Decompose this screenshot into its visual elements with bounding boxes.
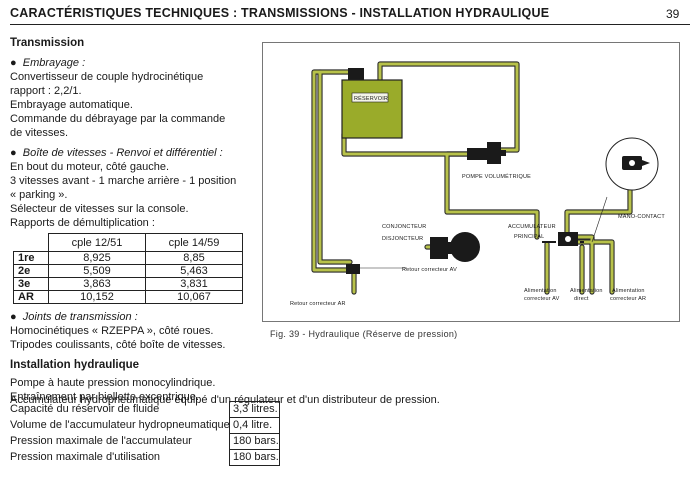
table-cell: 8,925 (48, 251, 146, 265)
label-alim-1: Alimentation (524, 288, 557, 294)
gear-label: 2e (13, 264, 49, 278)
table-column-header: cple 12/51 (48, 233, 146, 252)
transmission-section: Transmission ● Embrayage : Convertisseur… (10, 36, 270, 404)
spec-value: 3,3 litres. (229, 401, 280, 418)
spec-value: 0,4 litre. (229, 417, 280, 434)
joints-heading: ● Joints de transmission : (10, 310, 270, 324)
figure-caption: Fig. 39 - Hydraulique (Réserve de pressi… (270, 329, 458, 339)
embrayage-line: rapport : 2,2/1. (10, 85, 82, 97)
supply-labels: Alimentation correcteur AV Alimentation … (524, 288, 646, 302)
table-cell: 3,831 (145, 277, 243, 291)
header-rule (10, 24, 690, 25)
table-cell: 5,509 (48, 264, 146, 278)
spec-row: Pression maximale de l'accumulateur 180 … (10, 433, 280, 450)
joints-line: Homocinétiques « RZEPPA », côté roues. (10, 325, 214, 337)
joints-heading-text: Joints de transmission : (22, 311, 138, 323)
distributor (542, 232, 584, 246)
label-accumulateur: ACCUMULATEUR (508, 224, 556, 230)
boite-line: Sélecteur de vitesses sur la console. (10, 203, 189, 215)
table-row: AR 10,152 10,067 (13, 290, 243, 304)
spec-label: Volume de l'accumulateur hydropneumatiqu… (10, 419, 230, 431)
joints-line: Tripodes coulissants, côté boîte de vite… (10, 339, 226, 351)
accumulator: CONJONCTEUR DISJONCTEUR ACCUMULATEUR PRI… (382, 224, 556, 262)
hydraulique-line: Entraînement par biellette excentrique. (10, 391, 199, 403)
diagram-frame (262, 42, 680, 322)
mano-contact: MANO-CONTACT (591, 137, 665, 243)
gear-label: 1re (13, 251, 49, 265)
label-pompe: POMPE VOLUMÉTRIQUE (462, 173, 531, 180)
bullet-icon: ● (10, 147, 17, 159)
embrayage-line: Embrayage automatique. (10, 99, 133, 111)
label-disjoncteur: DISJONCTEUR (382, 236, 423, 242)
page-number: 39 (666, 7, 680, 21)
pump: POMPE VOLUMÉTRIQUE (462, 142, 531, 180)
reservoir: RÉSERVOIR (341, 68, 403, 139)
boite-line: « parking ». (10, 189, 68, 201)
spec-value: 180 bars. (229, 449, 280, 466)
embrayage-line: de vitesses. (10, 127, 69, 139)
bullet-icon: ● (10, 311, 17, 323)
table-cell: 8,85 (145, 251, 243, 265)
table-row: 2e 5,509 5,463 (13, 264, 243, 278)
label-principal: PRINCIPAL (514, 234, 544, 240)
table-cell: 10,067 (145, 290, 243, 304)
hydraulic-diagram: RÉSERVOIR POMPE VOLUMÉTRIQUE MANO-CONTAC… (262, 42, 680, 322)
boite-heading-text: Boîte de vitesses - Renvoi et différenti… (22, 147, 223, 159)
table-column-header: cple 14/59 (145, 233, 243, 252)
spec-label: Pression maximale d'utilisation (10, 451, 161, 463)
label-alim-1b: correcteur AV (524, 296, 560, 302)
table-header-row: cple 12/51 cple 14/59 (13, 233, 243, 252)
spec-row: Volume de l'accumulateur hydropneumatiqu… (10, 417, 280, 434)
boite-line: Rapports de démultiplication : (10, 217, 155, 229)
label-conjoncteur: CONJONCTEUR (382, 224, 426, 230)
boite-heading: ● Boîte de vitesses - Renvoi et différen… (10, 146, 270, 160)
page-header-title: CARACTÉRISTIQUES TECHNIQUES : TRANSMISSI… (10, 6, 550, 20)
label-mano: MANO-CONTACT (618, 214, 665, 220)
hydraulique-title: Installation hydraulique (10, 359, 140, 371)
table-cell: 3,863 (48, 277, 146, 291)
spec-value: 180 bars. (229, 433, 280, 450)
embrayage-line: Commande du débrayage par la commande (10, 113, 226, 125)
bullet-icon: ● (10, 57, 17, 69)
spec-label: Pression maximale de l'accumulateur (10, 435, 192, 447)
gear-label: 3e (13, 277, 49, 291)
spec-label: Capacité du réservoir de fluide (10, 403, 160, 415)
embrayage-heading-text: Embrayage : (22, 57, 86, 69)
boite-line: 3 vitesses avant - 1 marche arrière - 1 … (10, 175, 237, 187)
label-alim-2b: direct (574, 296, 589, 302)
hydraulique-line-full: Accumulateur hydropneumatique équipé d'u… (10, 394, 440, 406)
label-reservoir: RÉSERVOIR (354, 95, 388, 102)
label-retour-av: Retour correcteur AV (402, 267, 457, 273)
label-alim-2: Alimentation (570, 288, 603, 294)
boite-line: En bout du moteur, côté gauche. (10, 161, 170, 173)
embrayage-line: Convertisseur de couple hydrocinétique (10, 71, 204, 83)
table-row: 1re 8,925 8,85 (13, 251, 243, 265)
label-alim-3b: correcteur AR (610, 296, 646, 302)
gear-ratios-table: cple 12/51 cple 14/59 1re 8,925 8,85 2e … (13, 233, 243, 304)
table-row: 3e 3,863 3,831 (13, 277, 243, 291)
label-alim-3: Alimentation (612, 288, 645, 294)
transmission-title: Transmission (10, 37, 85, 49)
spec-row: Capacité du réservoir de fluide 3,3 litr… (10, 401, 280, 418)
return-fitting: Retour correcteur AV Retour correcteur A… (290, 264, 457, 307)
label-retour-ar: Retour correcteur AR (290, 301, 346, 307)
embrayage-heading: ● Embrayage : (10, 56, 270, 70)
table-cell: 5,463 (145, 264, 243, 278)
table-cell: 10,152 (48, 290, 146, 304)
hydraulique-line: Pompe à haute pression monocylindrique. (10, 377, 216, 389)
spec-row: Pression maximale d'utilisation 180 bars… (10, 449, 280, 466)
gear-label: AR (13, 290, 49, 304)
